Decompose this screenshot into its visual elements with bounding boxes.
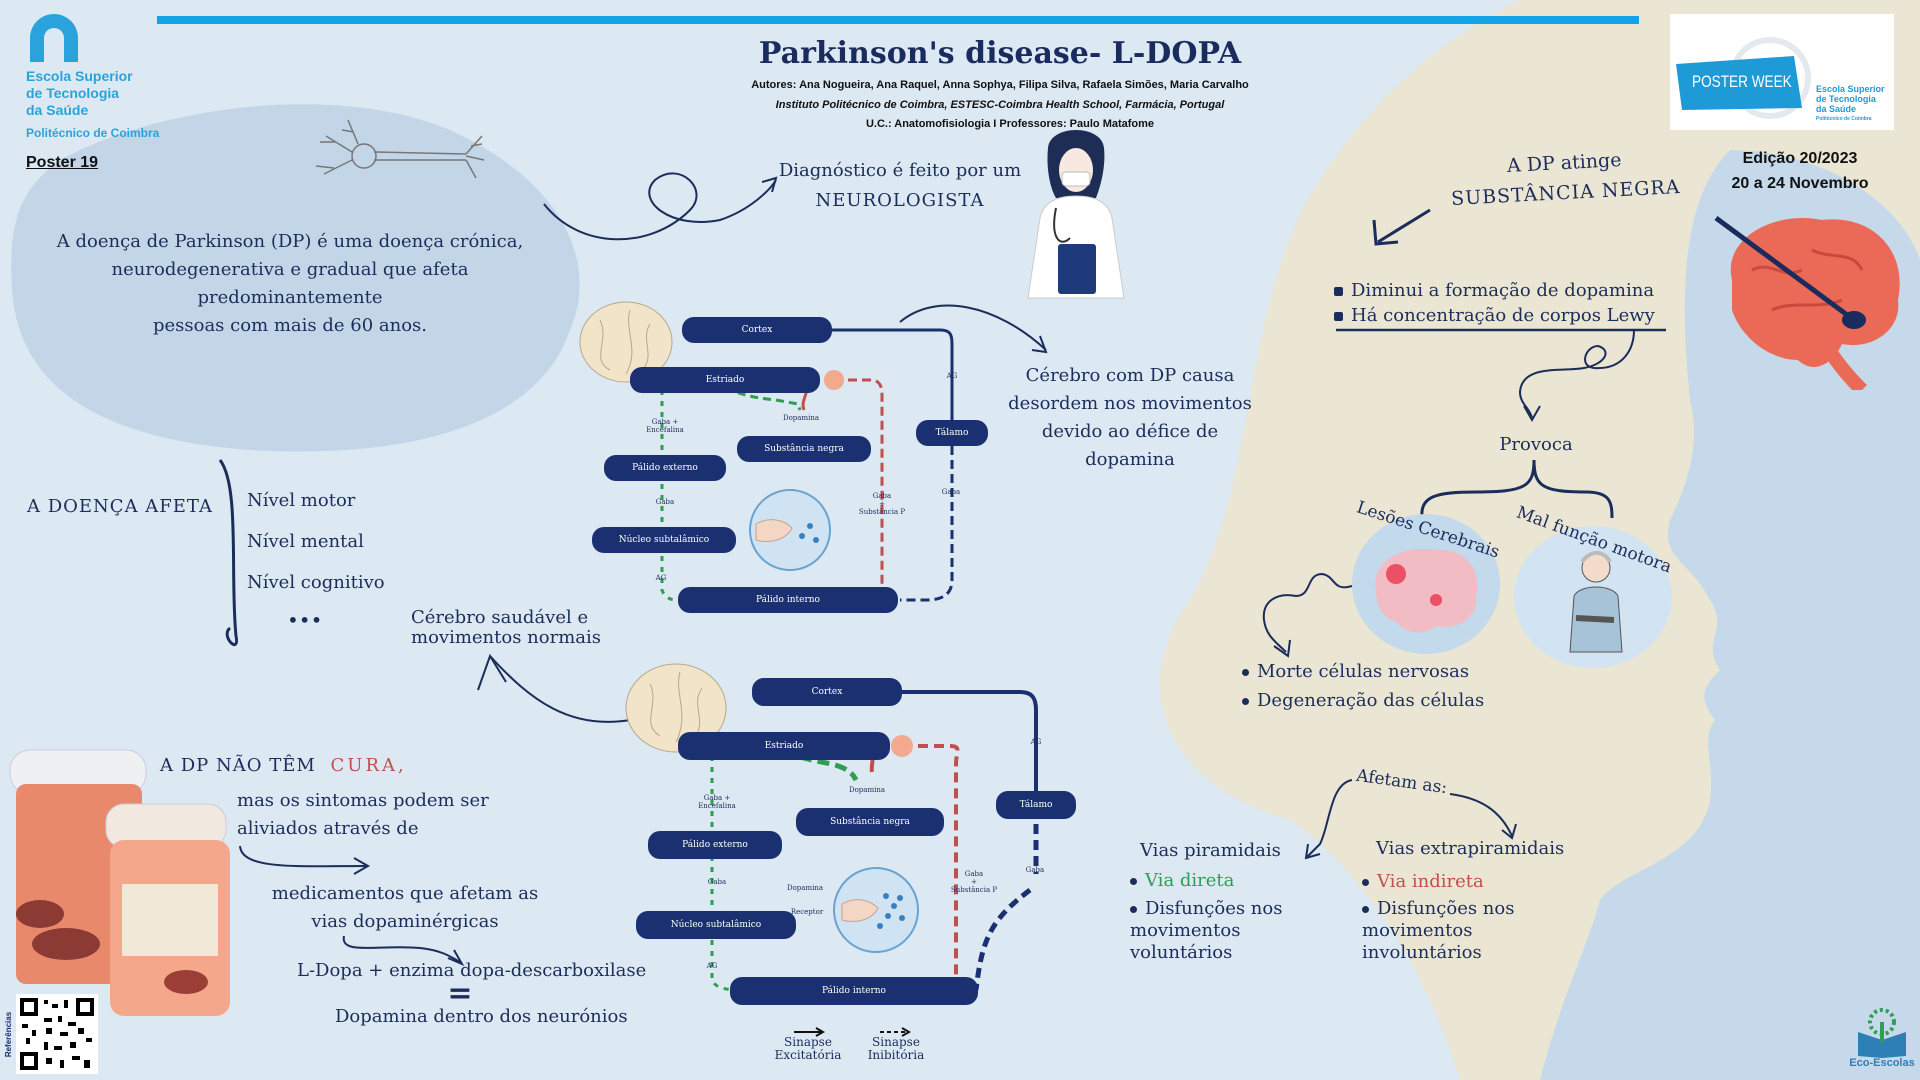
course-info: U.C.: Anatomofisiologia I Professores: P… <box>865 118 1155 130</box>
legend-inhibitory: Sinapse Inibitória <box>867 1035 925 1062</box>
label-gaba-substancia-p: Gaba + Substância P <box>858 492 906 516</box>
label-gaba-substancia-p-2: Gaba + Substância P <box>950 870 998 894</box>
provoca-label: Provoca <box>1499 434 1573 455</box>
no-cure-text: mas os sintomas podem ser aliviados atra… <box>237 790 489 839</box>
label-ag-talamo-2: AG <box>1030 738 1042 746</box>
brain-slice-icon <box>579 301 673 383</box>
arrow-to-healthy-text <box>477 653 631 723</box>
poster-number: Poster 19 <box>26 154 99 171</box>
node-cortex: Cortex <box>682 317 832 343</box>
dp-brain-text: Cérebro com DP causa desordem nos movime… <box>1008 365 1252 470</box>
school-logo-text: Escola Superior de Tecnologia da Saúde P… <box>26 68 160 140</box>
node-estriado: Estriado <box>630 367 820 393</box>
disfuncoes-voluntarios: Disfunções nos movimentos voluntários <box>1130 898 1283 963</box>
bullet-degeneracao: Degeneração das células <box>1242 690 1484 712</box>
poster-week-badge: POSTER WEEK <box>1692 72 1792 91</box>
label-gaba-talamo: Gaba <box>941 488 961 496</box>
node-talamo: Tálamo <box>916 420 988 446</box>
via-indireta: Via indireta <box>1362 871 1484 893</box>
eco-escolas-label: Eco-Escolas <box>1849 1057 1915 1069</box>
node-substancia-negra-2: Substância negra <box>796 808 944 836</box>
affects-item-motor: Nível motor <box>247 490 356 511</box>
page-title: Parkinson's disease- L-DOPA <box>758 36 1242 71</box>
elderly-person-icon <box>1569 551 1623 653</box>
label-ag-talamo: AG <box>946 372 958 380</box>
synapse-icon <box>749 489 831 571</box>
affects-label: A DOENÇA AFETA <box>27 496 213 517</box>
label-dopamina-2: Dopamina <box>848 786 886 794</box>
references-label[interactable]: Referências <box>4 1011 14 1058</box>
synapse-icon-2 <box>833 867 919 953</box>
poster-week-logo: POSTER WEEK Escola Superior de Tecnologi… <box>1670 14 1894 130</box>
institution: Instituto Politécnico de Coimbra, ESTESC… <box>775 99 1225 111</box>
neuron-icon <box>315 119 485 179</box>
node-palido-externo: Pálido externo <box>604 455 726 481</box>
affects-list: Nível motor Nível mental Nível cognitivo… <box>247 480 385 637</box>
vias-extrapiramidais: Vias extrapiramidais <box>1376 838 1565 859</box>
node-palido-externo-2: Pálido externo <box>648 831 782 859</box>
no-cure-title: A DP NÃO TÊM CURA, <box>160 755 407 776</box>
label-gaba-encefalina: Gaba + Encefalina <box>646 418 684 434</box>
ldopa-text: L-Dopa + enzima dopa-descarboxilase <box>297 960 647 981</box>
label-gaba: Gaba <box>655 498 675 506</box>
vias-piramidais: Vias piramidais <box>1140 840 1281 861</box>
node-palido-interno: Pálido interno <box>678 587 898 613</box>
legend-arrows <box>794 1027 912 1037</box>
arrow-to-provoca <box>1336 328 1666 423</box>
arrow-to-ldopa <box>342 935 465 966</box>
label-ag: AG <box>655 574 667 582</box>
label-receptor: Receptor <box>790 908 824 916</box>
pointer-line <box>1714 215 1856 323</box>
lesion-brain-icon <box>1375 548 1478 633</box>
intro-text: A doença de Parkinson (DP) é uma doença … <box>56 231 524 336</box>
diagnosis-text: Diagnóstico é feito por um NEUROLOGISTA <box>778 160 1022 211</box>
medicamentos-text: medicamentos que afetam as vias dopaminé… <box>271 883 539 932</box>
arrow-to-diagnosis <box>543 172 778 241</box>
node-cortex-2: Cortex <box>752 678 902 706</box>
edition: Edição 20/2023 20 a 24 Novembro <box>1731 150 1869 192</box>
doctor-illustration-icon <box>1027 130 1125 299</box>
affects-ellipsis: ••• <box>287 608 323 632</box>
bullet-morte: Morte células nervosas <box>1242 661 1469 683</box>
affects-item-cognitive: Nível cognitivo <box>247 572 385 593</box>
equals-sign: = <box>447 976 473 1011</box>
arrow-to-medicamentos <box>239 845 371 875</box>
label-gaba-2: Gaba <box>707 878 727 886</box>
node-nucleo-subtalamico-2: Núcleo subtalâmico <box>636 911 796 939</box>
provoca-brace <box>1420 459 1614 519</box>
poster-week-text: Escola Superior de Tecnologia da Saúde P… <box>1816 84 1885 122</box>
disfuncoes-involuntarios: Disfunções nos movimentos involuntários <box>1362 898 1515 963</box>
affects-bracket <box>218 459 238 646</box>
arrow-to-consequences <box>1262 572 1353 658</box>
bullet-dopamina: Diminui a formação de dopamina <box>1334 280 1654 302</box>
affects-item-mental: Nível mental <box>247 531 364 552</box>
eco-escolas-logo-icon <box>1858 1008 1906 1058</box>
node-talamo-2: Tálamo <box>996 791 1076 819</box>
label-dopamina: Dopamina <box>782 414 820 422</box>
estesc-logo-icon <box>30 14 78 62</box>
node-palido-interno-2: Pálido interno <box>730 977 978 1005</box>
arrow-to-bullets <box>1372 208 1431 246</box>
brain-slice-icon-2 <box>625 663 727 753</box>
label-gaba-talamo-2: Gaba <box>1025 866 1045 874</box>
bullet-lewy: Há concentração de corpos Lewy <box>1334 305 1655 327</box>
via-direta: Via direta <box>1130 870 1234 892</box>
node-substancia-negra: Substância negra <box>737 436 871 462</box>
healthy-brain-text: Cérebro saudável e movimentos normais <box>411 607 602 648</box>
poster-week-graphic-icon <box>1676 37 1811 119</box>
qr-code-icon[interactable] <box>16 994 98 1074</box>
medicine-bottles-icon <box>9 749 230 1016</box>
label-gaba-encefalina-2: Gaba + Encefalina <box>698 794 736 810</box>
label-dopamina-synapse: Dopamina <box>786 884 824 892</box>
dopamina-neuronios-text: Dopamina dentro dos neurónios <box>335 1006 628 1027</box>
label-ag-2: AG <box>706 962 718 970</box>
legend-excitatory: Sinapse Excitatória <box>774 1035 842 1062</box>
node-nucleo-subtalamico: Núcleo subtalâmico <box>592 527 736 553</box>
authors: Autores: Ana Nogueira, Ana Raquel, Anna … <box>751 79 1249 91</box>
arrow-to-dp-brain <box>899 304 1048 354</box>
afetam-arrows <box>1304 779 1517 860</box>
node-estriado-2: Estriado <box>678 732 890 760</box>
